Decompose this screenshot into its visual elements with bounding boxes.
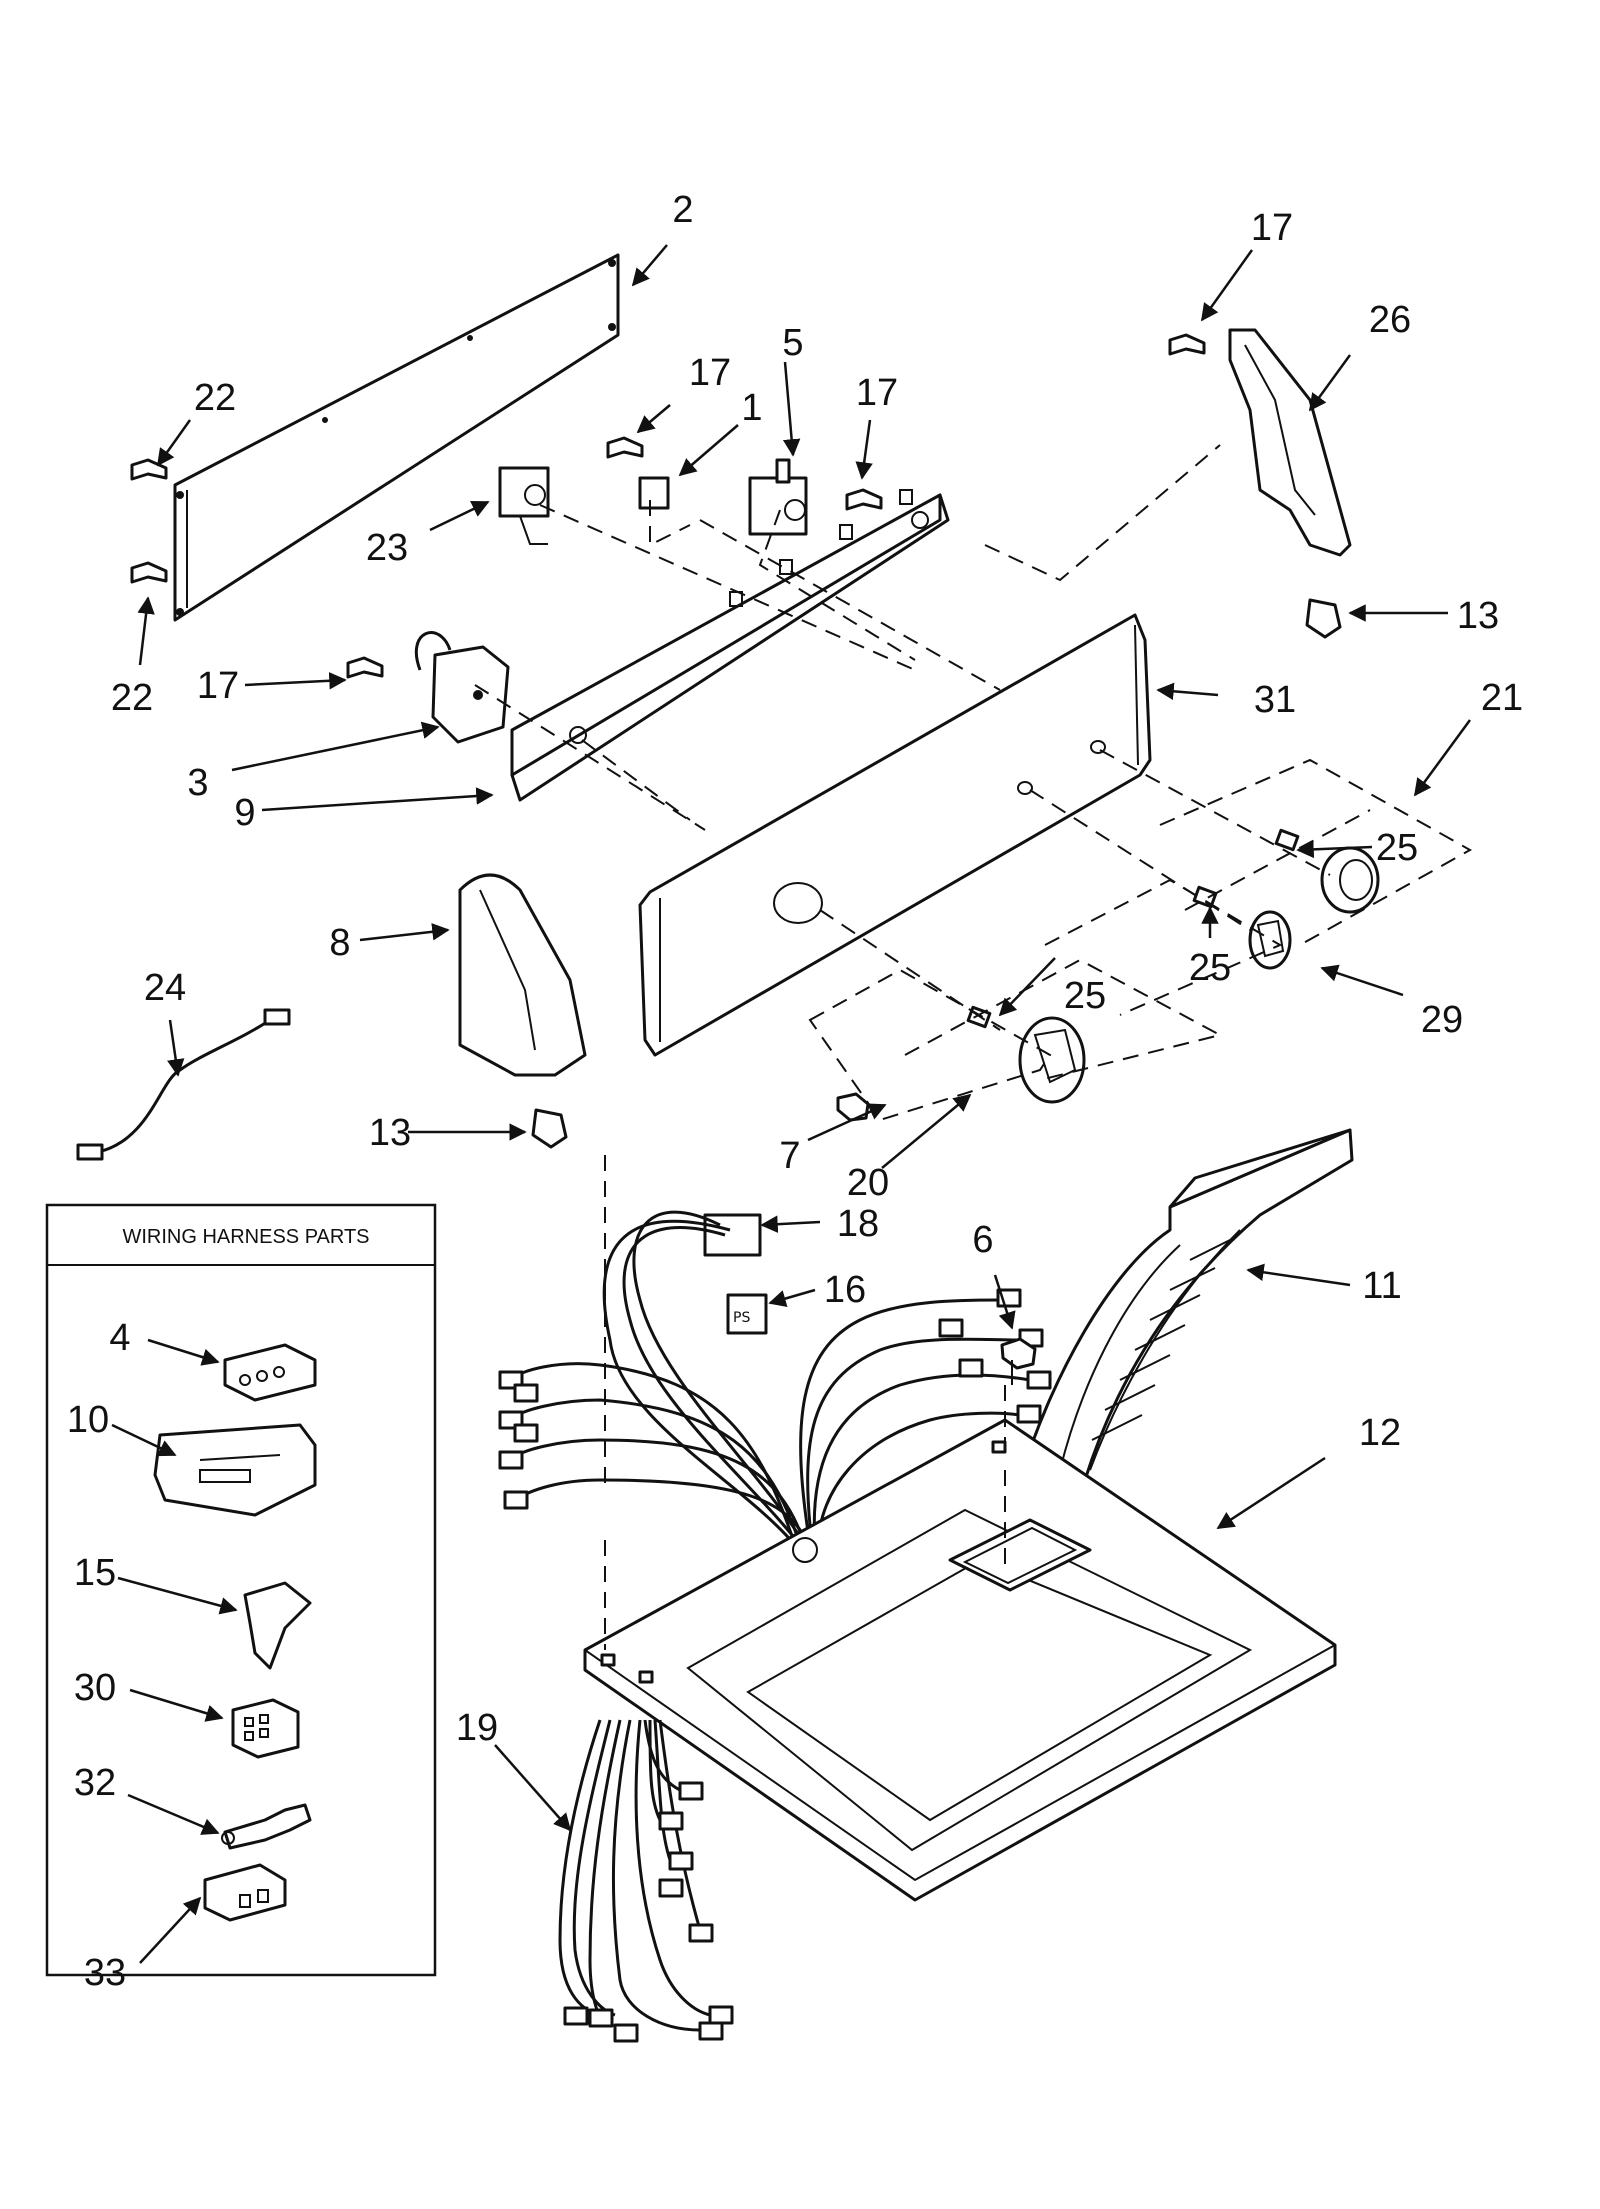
callout-17-center: 17 xyxy=(689,352,731,394)
part-clip-16: PS xyxy=(726,1293,768,1335)
callout-15: 15 xyxy=(74,1552,116,1594)
callout-2: 2 xyxy=(672,189,693,231)
callout-25-left: 25 xyxy=(1064,975,1106,1017)
callout-20: 20 xyxy=(847,1162,889,1204)
part-clip-25-b xyxy=(1192,885,1218,909)
callout-29: 29 xyxy=(1421,999,1463,1041)
part-harness-19 xyxy=(558,1719,734,2043)
wiring-harness-parts-box: WIRING HARNESS PARTS xyxy=(45,1203,437,1977)
callout-13-bottom: 13 xyxy=(369,1112,411,1154)
part-clip-25-c xyxy=(1274,828,1300,852)
callout-30: 30 xyxy=(74,1667,116,1709)
part-screw-17-a xyxy=(606,436,644,459)
callout-11: 11 xyxy=(1362,1265,1401,1307)
part-connector-4 xyxy=(223,1343,317,1402)
callout-16: 16 xyxy=(824,1269,866,1311)
part-connector-10 xyxy=(153,1423,317,1517)
part-terminal-32 xyxy=(221,1803,312,1850)
callout-10: 10 xyxy=(67,1399,109,1441)
part-lint-duct-11 xyxy=(1018,1128,1354,1497)
part-clip-13-top xyxy=(1305,598,1342,639)
part-side-cap-8 xyxy=(458,873,587,1077)
part-top-panel-12 xyxy=(583,1418,1337,1902)
callout-31: 31 xyxy=(1254,679,1296,721)
part-screw-17-c xyxy=(346,656,384,679)
part-knob-20 xyxy=(1018,1016,1086,1104)
part-connector-30 xyxy=(231,1698,300,1759)
callout-1: 1 xyxy=(741,387,762,429)
callout-23: 23 xyxy=(366,527,408,569)
part-block-1 xyxy=(638,476,670,510)
callout-25-right: 25 xyxy=(1376,827,1418,869)
callout-12: 12 xyxy=(1359,1412,1401,1454)
part-screw-22-bottom xyxy=(130,561,168,584)
callout-21: 21 xyxy=(1481,677,1523,719)
part-wire-24 xyxy=(76,1008,291,1161)
part-clip-13-bottom xyxy=(531,1108,568,1149)
callout-5: 5 xyxy=(782,322,803,364)
callout-19: 19 xyxy=(456,1707,498,1749)
part-switch-3 xyxy=(414,631,510,744)
callout-4: 4 xyxy=(109,1317,130,1359)
callout-18: 18 xyxy=(837,1203,879,1245)
callout-22-top: 22 xyxy=(194,377,236,419)
part-screw-17-d xyxy=(1168,333,1206,356)
part-end-cap-26 xyxy=(1228,328,1352,557)
callout-9: 9 xyxy=(234,792,255,834)
callout-17-left: 17 xyxy=(197,665,239,707)
part-console-panel-31 xyxy=(638,613,1152,1057)
callout-3: 3 xyxy=(187,762,208,804)
callout-22-bottom: 22 xyxy=(111,677,153,719)
callout-17-right: 17 xyxy=(856,372,898,414)
callout-17-top-right: 17 xyxy=(1251,207,1293,249)
callout-26: 26 xyxy=(1369,299,1411,341)
part-switch-5 xyxy=(748,458,808,536)
part-harness-top xyxy=(498,1210,1052,1546)
callout-33: 33 xyxy=(84,1952,126,1994)
part-screw-7 xyxy=(836,1092,870,1122)
svg-text:PS: PS xyxy=(733,1310,750,1326)
part-screw-17-b xyxy=(845,488,883,511)
callout-7: 7 xyxy=(779,1135,800,1177)
part-knob-29 xyxy=(1248,910,1292,970)
callout-32: 32 xyxy=(74,1762,116,1804)
part-control-bracket-9 xyxy=(510,489,950,802)
callout-13-top: 13 xyxy=(1457,595,1499,637)
callout-6: 6 xyxy=(972,1219,993,1261)
part-clip-15 xyxy=(243,1581,312,1670)
callout-8: 8 xyxy=(329,922,350,964)
leader-lines xyxy=(111,244,1472,1964)
box-title: WIRING HARNESS PARTS xyxy=(122,1226,369,1248)
part-knob-21 xyxy=(1320,846,1380,914)
callout-24: 24 xyxy=(144,967,186,1009)
part-switch-23 xyxy=(498,466,550,545)
callout-numbers: 2 17 22 17 1 5 17 26 23 13 22 17 31 21 3… xyxy=(67,189,1523,1994)
part-rear-panel xyxy=(173,253,620,622)
part-connector-33 xyxy=(203,1863,287,1922)
part-screw-6 xyxy=(1000,1337,1037,1385)
callout-25-middle: 25 xyxy=(1189,947,1231,989)
